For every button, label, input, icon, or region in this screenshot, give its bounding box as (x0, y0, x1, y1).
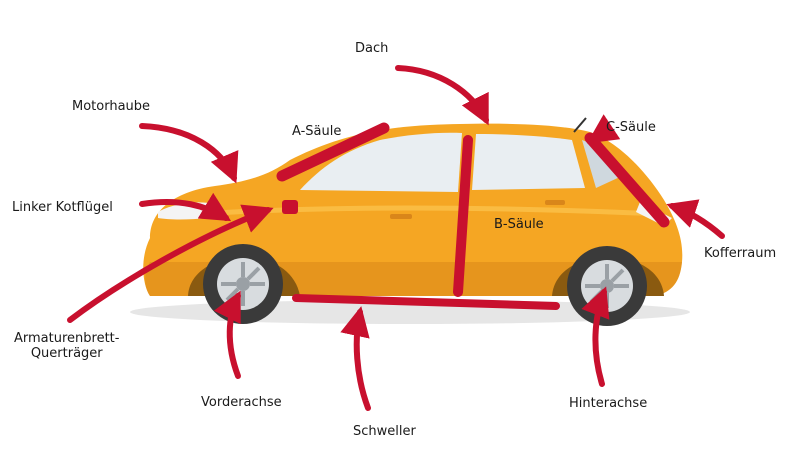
label-hinterachse: Hinterachse (569, 396, 648, 411)
highlight-schweller (292, 294, 560, 310)
arrow-vorderachse (213, 290, 241, 379)
label-linker-kotfluegel: Linker Kotflügel (12, 200, 113, 215)
arrow-c-saeule (587, 114, 621, 144)
arrow-linker-kotfluegel (139, 192, 232, 222)
label-schweller: Schweller (353, 424, 416, 439)
arrow-motorhaube (139, 123, 239, 184)
highlight-b-pillar (453, 135, 473, 297)
label-b-saeule: B-Säule (494, 217, 544, 232)
rear-wheel (567, 246, 647, 326)
highlight-c-pillar (584, 132, 670, 228)
label-motorhaube: Motorhaube (72, 99, 151, 114)
front-door-handle (390, 214, 412, 219)
arrow-dach (395, 65, 489, 126)
arrow-armaturenbrett (67, 204, 274, 323)
label-vorderachse: Vorderachse (201, 395, 282, 410)
front-wheel (203, 244, 283, 324)
label-c-saeule: C-Säule (606, 120, 656, 135)
front-window (300, 132, 462, 192)
side-mirror (282, 200, 298, 214)
arrow-hinterachse (581, 286, 610, 387)
arrow-kofferraum (666, 199, 725, 239)
highlight-a-pillar (276, 122, 390, 182)
antenna (573, 117, 587, 133)
label-dach: Dach (355, 41, 389, 56)
label-kofferraum: Kofferraum (704, 246, 777, 261)
label-armaturenbrett-quertraeger: Armaturenbrett- Querträger (14, 331, 120, 361)
label-a-saeule: A-Säule (292, 124, 342, 139)
rear-window (582, 140, 622, 188)
rear-door-handle (545, 200, 565, 205)
middle-window (472, 134, 585, 190)
arrow-schweller (340, 306, 371, 411)
